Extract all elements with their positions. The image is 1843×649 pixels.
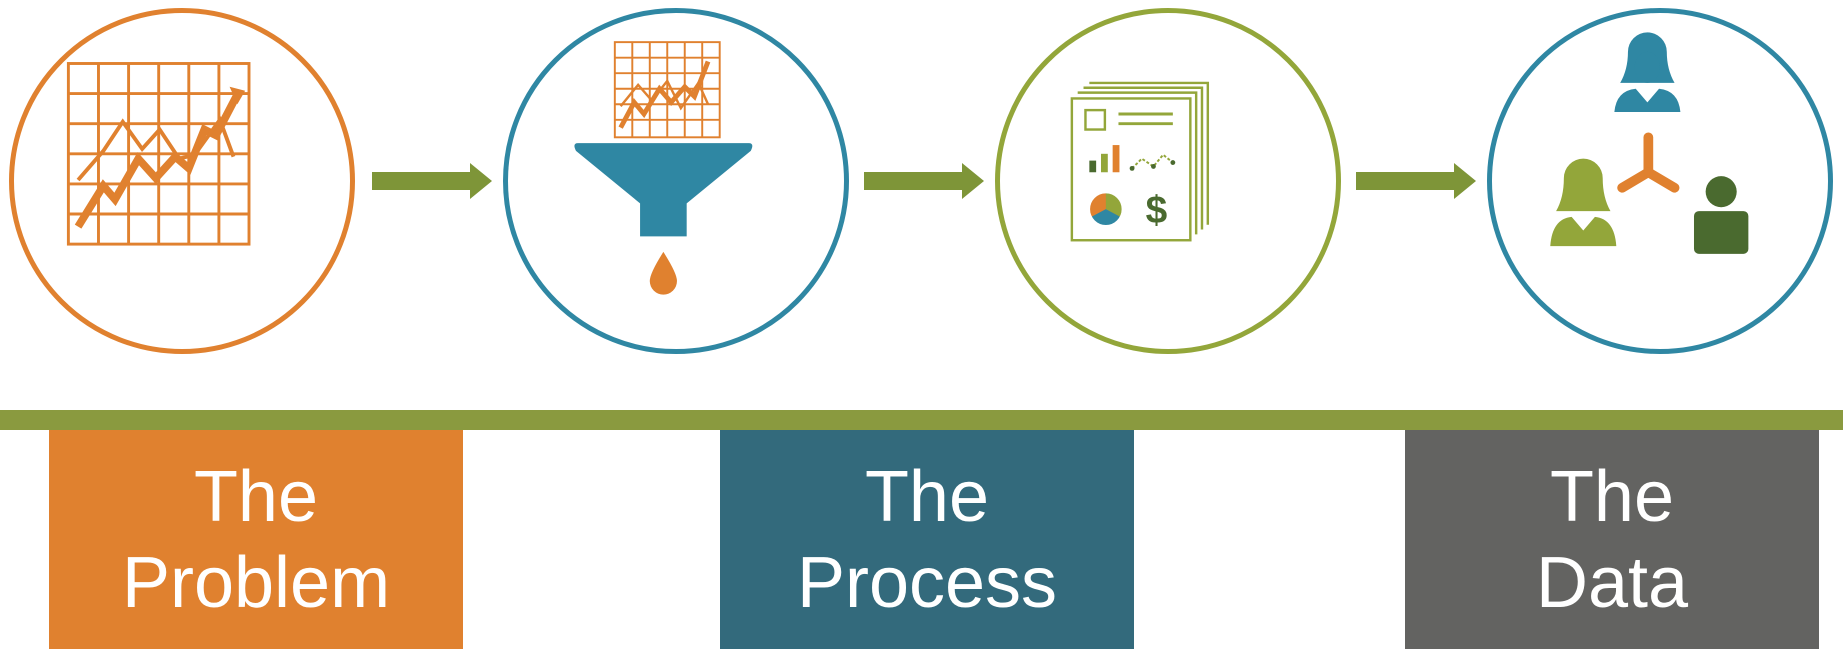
step-circle-report: $	[995, 8, 1341, 354]
flow-arrow	[1356, 163, 1476, 199]
step-circle-problem	[9, 8, 355, 354]
label-line: The	[1549, 456, 1675, 537]
label-box-problem: The Problem	[49, 430, 463, 649]
person-icon	[1693, 176, 1749, 254]
dollar-sign-icon: $	[1146, 189, 1168, 232]
network-connector-icon	[1617, 132, 1680, 193]
report-documents-icon: $	[1070, 81, 1210, 242]
person-icon	[1614, 32, 1681, 113]
timeline-rule	[0, 410, 1843, 430]
flow-arrow	[372, 163, 492, 199]
people-network-icon	[1550, 32, 1749, 254]
label-box-data: The Data	[1405, 430, 1819, 649]
label-line: Process	[796, 542, 1058, 623]
label-line: Data	[1535, 542, 1689, 623]
data-funnel-icon	[574, 41, 753, 295]
label-line: The	[864, 456, 990, 537]
person-icon	[1550, 158, 1617, 247]
label-box-process: The Process	[720, 430, 1134, 649]
label-line: Problem	[121, 542, 391, 623]
step-circle-process	[503, 8, 849, 354]
step-circle-data	[1487, 8, 1833, 354]
label-line: The	[193, 456, 319, 537]
flow-arrow	[864, 163, 984, 199]
stock-chart-icon	[66, 62, 251, 246]
